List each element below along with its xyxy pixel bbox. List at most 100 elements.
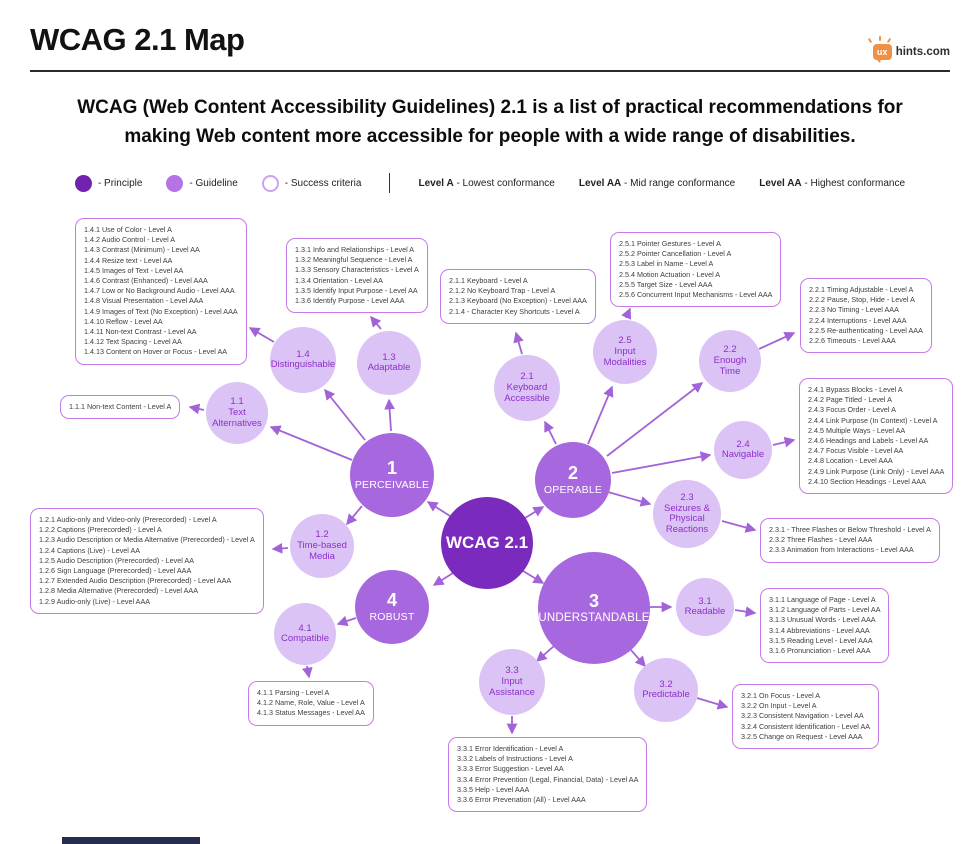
success-criteria-item: 3.3.1 Error Identification - Level A	[457, 744, 564, 753]
guideline-name: Input Modalities	[603, 346, 647, 368]
page-title: WCAG 2.1 Map	[30, 22, 245, 57]
success-criteria-item: 2.1.1 Keyboard - Level A	[449, 276, 528, 285]
success-criteria-item: 3.1.1 Language of Page - Level A	[769, 595, 876, 604]
success-criteria-item: 3.3.6 Error Prevenation (All) - Level AA…	[457, 795, 586, 805]
principle-name: ROBUST	[369, 610, 415, 623]
success-criteria-item: 3.2.5 Change on Request - Level AAA	[741, 731, 863, 741]
success-criteria-item: 1.4.9 Images of Text (No Exception) - Le…	[84, 306, 238, 316]
success-criteria-item: 2.1.2 No Keyboard Trap - Level A	[449, 286, 556, 296]
uxhints-logo-icon: ux	[867, 36, 892, 63]
node-guideline-2-2: 2.2 Enough Time	[699, 330, 761, 392]
header-divider	[30, 70, 950, 72]
success-criteria-box-1-1: 1.1.1 Non-text Content - Level A	[60, 395, 181, 420]
legend-level-aa: Level AA - Mid range conformance	[579, 178, 735, 189]
guideline-name: Adaptable	[367, 362, 411, 374]
success-criteria-item: 1.4.7 Low or No Background Audio - Level…	[84, 286, 235, 296]
success-criteria-item: 3.2.1 On Focus - Level A	[741, 691, 821, 700]
guideline-id: 1.1	[230, 396, 244, 408]
success-criteria-item: 1.4.8 Visual Presentation - Level AAA	[84, 296, 204, 306]
success-criteria-item: 1.3.1 Info and Relationships - Level A	[295, 245, 415, 254]
success-criteria-item: 2.3.3 Animation from Interactions - Leve…	[769, 545, 914, 555]
success-criteria-box-2-3: 2.3.1 - Three Flashes or Below Threshold…	[760, 518, 940, 563]
success-criteria-item: 1.1.1 Non-text Content - Level A	[69, 402, 172, 411]
guideline-id: 2.1	[520, 371, 534, 383]
success-criteria-item: 2.4.9 Link Purpose (Link Only) - Level A…	[808, 466, 945, 476]
success-criteria-item: 2.2.5 Re-authenticating - Level AAA	[809, 325, 923, 335]
guideline-id: 1.4	[296, 348, 310, 360]
legend-success-label: - Success criteria	[284, 177, 362, 189]
level-aa-text: - Mid range conformance	[621, 177, 736, 189]
success-criteria-item: 2.5.5 Target Size - Level AAA	[619, 279, 713, 289]
success-criteria-item: 3.3.2 Labels of Instructions - Level A	[457, 754, 573, 764]
principle-dot-icon	[74, 174, 92, 192]
logo-domain-text: hints.com	[895, 46, 950, 58]
success-criteria-item: 1.3.2 Meaningful Sequence - Level A	[295, 255, 413, 265]
legend-guideline-label: - Guideline	[189, 177, 238, 189]
success-criteria-item: 3.3.3 Error Suggestion - Level AA	[457, 764, 564, 774]
node-principle-understandable: 3 UNDERSTANDABLE	[538, 552, 650, 664]
success-criteria-item: 1.2.5 Audio Description (Prerecorded) - …	[39, 555, 195, 565]
success-criteria-item: 3.1.5 Reading Level - Level AAA	[769, 635, 873, 645]
success-criteria-item: 3.2.2 On Input - Level A	[741, 701, 817, 711]
principle-number: 4	[386, 590, 397, 611]
success-criteria-item: 3.2.4 Consistent Identification - Level …	[741, 721, 871, 731]
principle-name: UNDERSTANDABLE	[538, 611, 650, 624]
guideline-id: 4.1	[298, 622, 312, 634]
success-criteria-box-1-2: 1.2.1 Audio-only and Video-only (Prereco…	[30, 508, 264, 614]
node-principle-operable: 2 OPERABLE	[535, 442, 611, 518]
legend-divider	[389, 173, 391, 193]
guideline-name: Predictable	[642, 689, 690, 701]
node-guideline-3-2: 3.2 Predictable	[634, 658, 698, 722]
success-criteria-item: 3.3.4 Error Prevention (Legal, Financial…	[457, 774, 639, 784]
level-a-text: - Lowest conformance	[453, 177, 555, 189]
success-criteria-item: 2.3.1 - Three Flashes or Below Threshold…	[769, 525, 931, 534]
success-criteria-item: 2.2.1 Timing Adjustable - Level A	[809, 285, 914, 294]
success-criteria-item: 1.3.5 Identify Input Purpose - Level AA	[295, 285, 418, 295]
success-criteria-item: 3.3.5 Help - Level AAA	[457, 784, 530, 794]
legend-guideline: - Guideline	[166, 174, 238, 192]
success-criteria-item: 1.2.2 Captions (Prerecorded) - Level A	[39, 525, 162, 535]
legend-level-aaa: Level AA - Highest conformance	[759, 178, 905, 189]
success-criteria-item: 2.1.4 - Character Key Shortcuts - Level …	[449, 306, 580, 316]
success-criteria-item: 1.4.3 Contrast (Minimum) - Level AA	[84, 245, 200, 255]
node-guideline-2-4: 2.4 Navigable	[714, 421, 772, 479]
node-guideline-2-5: 2.5 Input Modalities	[593, 320, 657, 384]
success-criteria-item: 2.2.2 Pause, Stop, Hide - Level A	[809, 295, 915, 305]
success-criteria-item: 3.1.6 Pronunciation - Level AAA	[769, 646, 871, 656]
logo-badge-text: ux	[876, 47, 888, 57]
success-criteria-item: 4.1.1 Parsing - Level A	[257, 688, 330, 697]
success-criteria-item: 4.1.2 Name, Role, Value - Level A	[257, 698, 365, 708]
guideline-id: 3.2	[659, 678, 673, 690]
success-criteria-item: 2.4.8 Location - Level AAA	[808, 456, 893, 466]
success-criteria-dot-icon	[261, 174, 279, 192]
guideline-id: 2.2	[723, 344, 737, 356]
success-criteria-item: 2.4.4 Link Purpose (In Context) - Level …	[808, 415, 938, 425]
guideline-name: Navigable	[721, 449, 765, 461]
sparkle-icon	[878, 36, 881, 41]
success-criteria-item: 1.4.10 Reflow - Level AA	[84, 316, 163, 326]
success-criteria-item: 2.4.1 Bypass Blocks - Level A	[808, 385, 903, 394]
success-criteria-item: 1.4.6 Contrast (Enhanced) - Level AAA	[84, 276, 208, 286]
success-criteria-item: 1.2.4 Captions (Live) - Level AA	[39, 545, 141, 555]
guideline-id: 3.1	[698, 595, 712, 607]
success-criteria-item: 1.4.1 Use of Color - Level A	[84, 225, 172, 234]
success-criteria-item: 1.2.7 Extended Audio Description (Prerec…	[39, 576, 232, 586]
principle-name: PERCEIVABLE	[354, 478, 430, 491]
success-criteria-item: 1.2.3 Audio Description or Media Alterna…	[39, 535, 255, 545]
level-aaa-bold: Level AA	[759, 177, 802, 189]
node-guideline-2-1: 2.1 Keyboard Accessible	[494, 355, 560, 421]
guideline-id: 2.5	[618, 335, 632, 347]
guideline-id: 1.3	[382, 351, 396, 363]
level-aaa-text: - Highest conformance	[801, 177, 906, 189]
success-criteria-item: 3.1.4 Abbreviations - Level AAA	[769, 625, 870, 635]
legend-success-criteria: - Success criteria	[261, 174, 362, 192]
legend-principle: - Principle	[74, 174, 142, 192]
